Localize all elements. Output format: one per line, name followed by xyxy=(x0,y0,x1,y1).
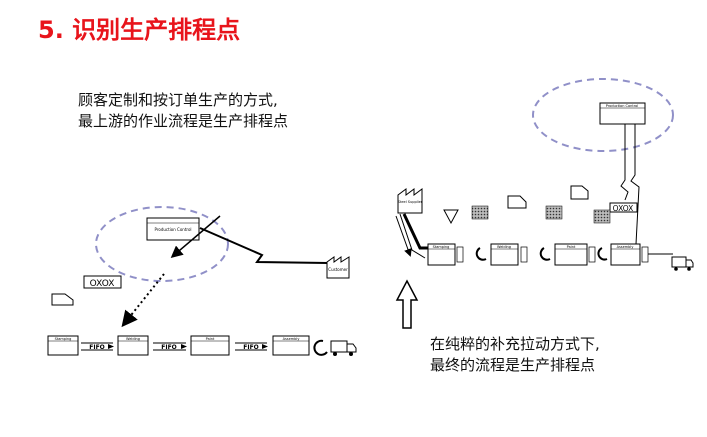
right-kanban-signal: OXOX xyxy=(609,202,638,213)
right-description-line-2: 最终的流程是生产排程点 xyxy=(430,356,596,374)
left-fifo-2-label: FIFO xyxy=(161,344,177,351)
left-description: 顾客定制和按订单生产的方式, 最上游的作业流程是生产排程点 xyxy=(78,90,288,132)
right-supplier-push-arrow xyxy=(402,213,430,250)
left-production-control-label: Production Control xyxy=(154,227,191,232)
right-info-line-1 xyxy=(620,124,629,201)
right-process-welding-label: Welding xyxy=(497,245,511,249)
right-process-paint: Paint xyxy=(554,243,596,266)
right-kanban-card-2 xyxy=(570,185,589,200)
right-description: 在纯粹的补充拉动方式下, 最终的流程是生产排程点 xyxy=(430,334,600,376)
right-process-assembly-label: Assembly xyxy=(617,245,634,249)
right-pull-arrow-2 xyxy=(539,247,551,261)
left-customer-icon: Customer xyxy=(326,256,350,279)
right-kanban-signal-text: OXOX xyxy=(613,204,634,213)
right-supplier-icon: Steel Supplier xyxy=(397,188,423,214)
left-customer-label: Customer xyxy=(328,267,348,272)
left-fifo-2: FIFO xyxy=(153,342,187,351)
right-pointer-arrow xyxy=(395,279,419,329)
right-inventory-triangle-icon xyxy=(443,209,459,225)
left-process-stamping-label: Stamping xyxy=(55,337,72,341)
right-process-assembly: Assembly xyxy=(610,243,649,266)
left-pacemaker-ellipse xyxy=(95,206,229,282)
right-process-stamping: Stamping xyxy=(427,243,464,266)
left-fifo-1-label: FIFO xyxy=(89,344,105,351)
right-description-line-1: 在纯粹的补充拉动方式下, xyxy=(430,335,600,353)
left-process-assembly: Assembly xyxy=(272,335,310,356)
left-schedule-arrow-dotted xyxy=(121,273,165,328)
right-info-line-2 xyxy=(630,124,640,245)
left-schedule-arrow-solid xyxy=(170,215,221,258)
left-production-control-box: Production Control xyxy=(146,217,200,241)
left-kanban-signal: OXOX xyxy=(83,275,122,289)
page-title: 5. 识别生产排程点 xyxy=(38,16,241,44)
left-process-assembly-label: Assembly xyxy=(283,337,300,341)
right-supermarket-3 xyxy=(593,209,611,224)
right-kanban-card-1 xyxy=(507,195,527,209)
right-pacemaker-ellipse xyxy=(532,78,674,152)
left-fifo-3: FIFO xyxy=(235,342,268,351)
left-pull-arrow-icon xyxy=(313,339,328,356)
right-supermarket-1 xyxy=(471,205,489,220)
right-production-control-box: Production Control xyxy=(599,102,646,125)
right-pull-arrow-3 xyxy=(597,247,608,261)
left-electronic-info-line xyxy=(199,227,329,264)
left-kanban-card-icon xyxy=(51,293,74,306)
left-process-stamping: Stamping xyxy=(47,335,79,356)
left-process-welding-label: Welding xyxy=(126,337,140,341)
left-process-welding: Welding xyxy=(117,335,149,356)
left-description-line-2: 最上游的作业流程是生产排程点 xyxy=(78,112,289,130)
left-process-paint-label: Paint xyxy=(206,337,215,341)
left-truck-icon xyxy=(330,340,357,356)
right-supplier-label: Steel Supplier xyxy=(398,200,423,204)
left-kanban-signal-text: OXOX xyxy=(90,279,115,289)
right-truck-icon xyxy=(671,256,694,271)
right-production-control-label: Production Control xyxy=(606,104,638,108)
left-fifo-1: FIFO xyxy=(81,342,114,351)
left-description-line-1: 顾客定制和按订单生产的方式, xyxy=(78,91,278,109)
left-fifo-3-label: FIFO xyxy=(243,344,259,351)
right-process-paint-label: Paint xyxy=(567,245,576,249)
left-process-paint: Paint xyxy=(190,335,230,356)
right-pull-arrow-1 xyxy=(475,247,487,261)
right-process-stamping-label: Stamping xyxy=(433,245,450,249)
right-process-welding: Welding xyxy=(490,243,528,266)
right-supermarket-2 xyxy=(545,205,563,220)
